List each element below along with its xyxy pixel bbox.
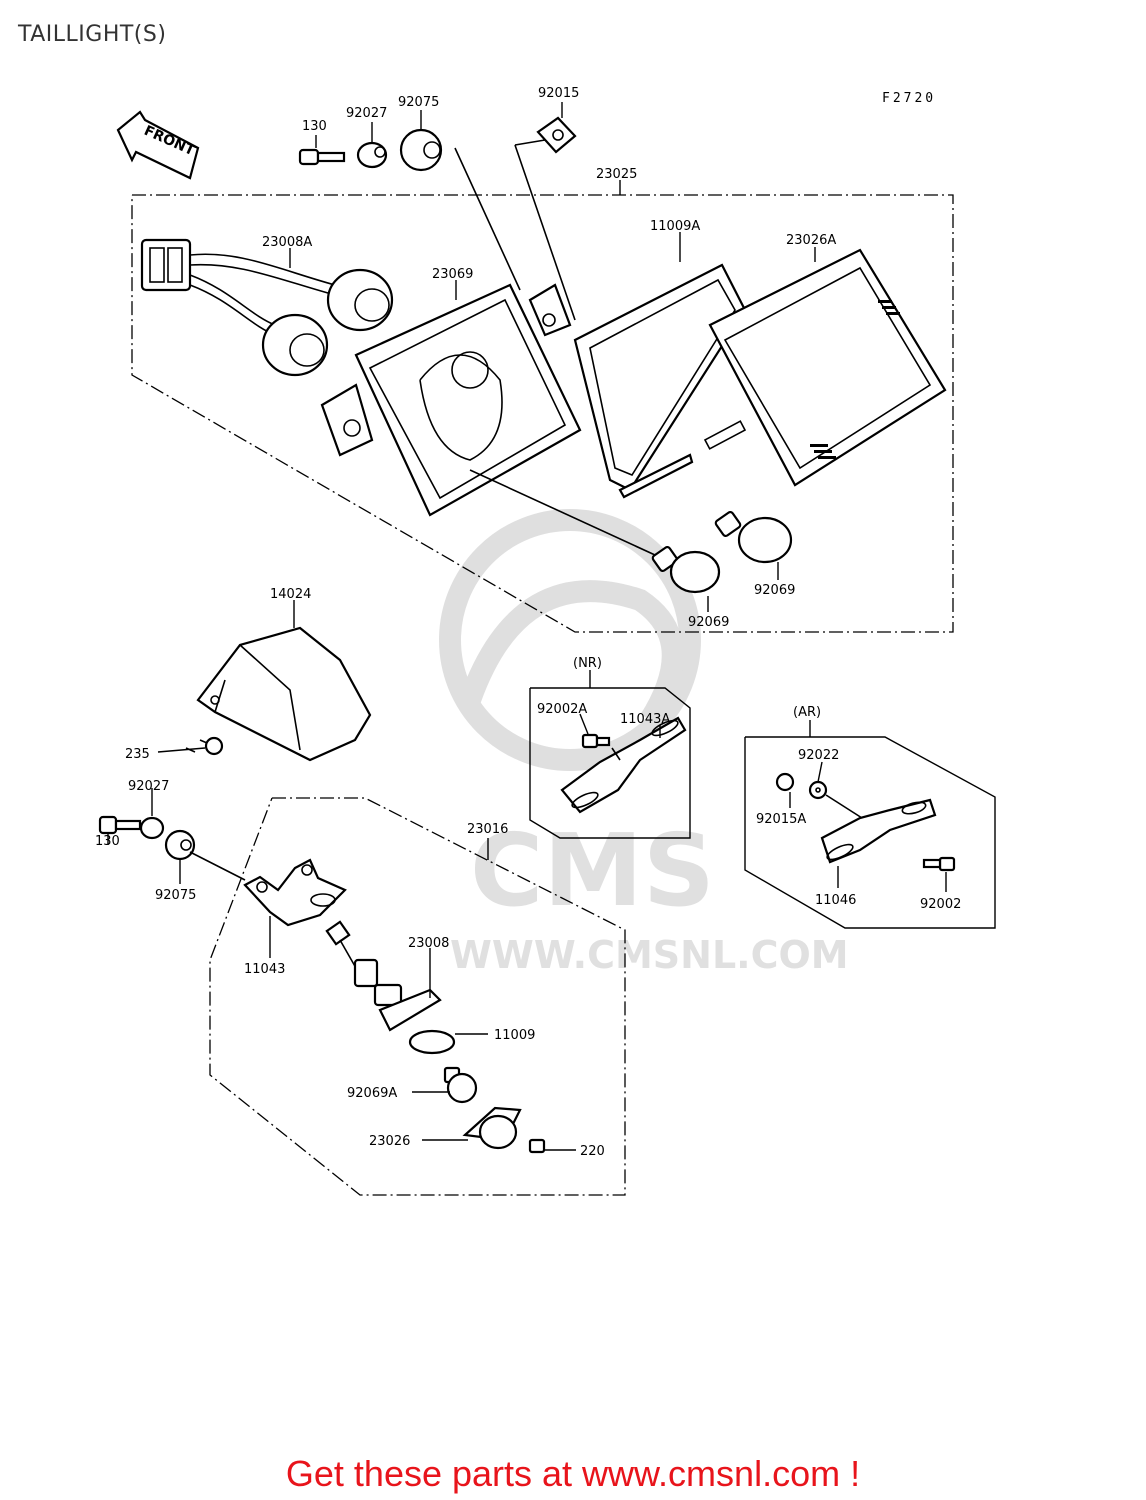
label-220: 220 (580, 1144, 605, 1159)
lens-23026 (462, 1106, 522, 1150)
nut-92015 (536, 116, 577, 154)
lens-23026A (703, 248, 947, 487)
figure-code: F2720 (882, 91, 936, 106)
wiring-harness-23008A (140, 238, 394, 377)
collar-92027-low (139, 816, 165, 840)
screw-235 (199, 736, 224, 756)
label-92069-a: 92069 (688, 615, 729, 630)
watermark: CMS WWW.CMSNL.COM (439, 509, 849, 977)
label-23026: 23026 (369, 1134, 410, 1149)
gasket-11009A (573, 263, 747, 499)
label-92075-top: 92075 (398, 95, 439, 110)
bolt-92002 (922, 856, 956, 872)
label-23008: 23008 (408, 936, 449, 951)
label-11043A: 11043A (620, 712, 670, 727)
label-92015: 92015 (538, 86, 579, 101)
label-nr-tag: (NR) (573, 656, 602, 671)
label-11046: 11046 (815, 893, 856, 908)
bulb-92069A (443, 1066, 478, 1104)
label-130-low: 130 (95, 834, 120, 849)
page-title: TAILLIGHT(S) (18, 22, 167, 47)
label-23008A: 23008A (262, 235, 312, 250)
leader-lines-lower (107, 600, 947, 1151)
bulb-92069-b (714, 510, 793, 564)
socket-23008 (325, 920, 442, 1032)
washer-92022 (808, 780, 828, 800)
grommet-92075-top (399, 128, 443, 172)
part-labels: 130 92027 92075 92015 23025 23008A 23069… (95, 86, 961, 1159)
label-92069A: 92069A (347, 1086, 397, 1101)
screw-220 (528, 1138, 546, 1154)
plate-11043A (560, 716, 687, 814)
label-11009A: 11009A (650, 219, 700, 234)
watermark-logo-text: CMS (470, 812, 715, 929)
grommet-92075-low (164, 829, 196, 861)
label-11043: 11043 (244, 962, 285, 977)
label-23025: 23025 (596, 167, 637, 182)
label-23069: 23069 (432, 267, 473, 282)
taillight-assembly-box (131, 194, 954, 633)
label-92015A: 92015A (756, 812, 806, 827)
leader-lines-top (289, 102, 816, 612)
bolt-92002A (581, 733, 611, 749)
label-23016: 23016 (467, 822, 508, 837)
label-14024: 14024 (270, 587, 311, 602)
label-92002A: 92002A (537, 702, 587, 717)
cover-14024 (196, 626, 372, 762)
watermark-url-text: WWW.CMSNL.COM (450, 933, 849, 977)
nr-bracket-box (529, 687, 691, 839)
label-ar-tag: (AR) (793, 705, 821, 720)
bulb-92069-a (651, 545, 721, 594)
parts-diagram: CMS WWW.CMSNL.COM F2720 FRONT (95, 86, 996, 1196)
label-11009: 11009 (494, 1028, 535, 1043)
ar-bracket-box (744, 736, 996, 929)
label-23026A: 23026A (786, 233, 836, 248)
label-92027-low: 92027 (128, 779, 169, 794)
bolt-130-low (98, 815, 142, 835)
label-92022: 92022 (798, 748, 839, 763)
label-130-top: 130 (302, 119, 327, 134)
label-92002: 92002 (920, 897, 961, 912)
license-light-box (209, 797, 626, 1196)
footer-promo-link[interactable]: Get these parts at www.cmsnl.com ! (285, 1453, 861, 1494)
label-235: 235 (125, 747, 150, 762)
label-92075-low: 92075 (155, 888, 196, 903)
nut-92015A (775, 772, 795, 792)
plate-11046 (820, 798, 937, 864)
lamp-housing-23069 (320, 283, 582, 517)
collar-92027-top (356, 141, 388, 169)
bracket-11043 (243, 858, 347, 927)
front-arrow: FRONT (116, 110, 200, 180)
bolt-130-top (298, 148, 346, 166)
label-92027-top: 92027 (346, 106, 387, 121)
gasket-11009 (408, 1029, 456, 1055)
label-92069-b: 92069 (754, 583, 795, 598)
